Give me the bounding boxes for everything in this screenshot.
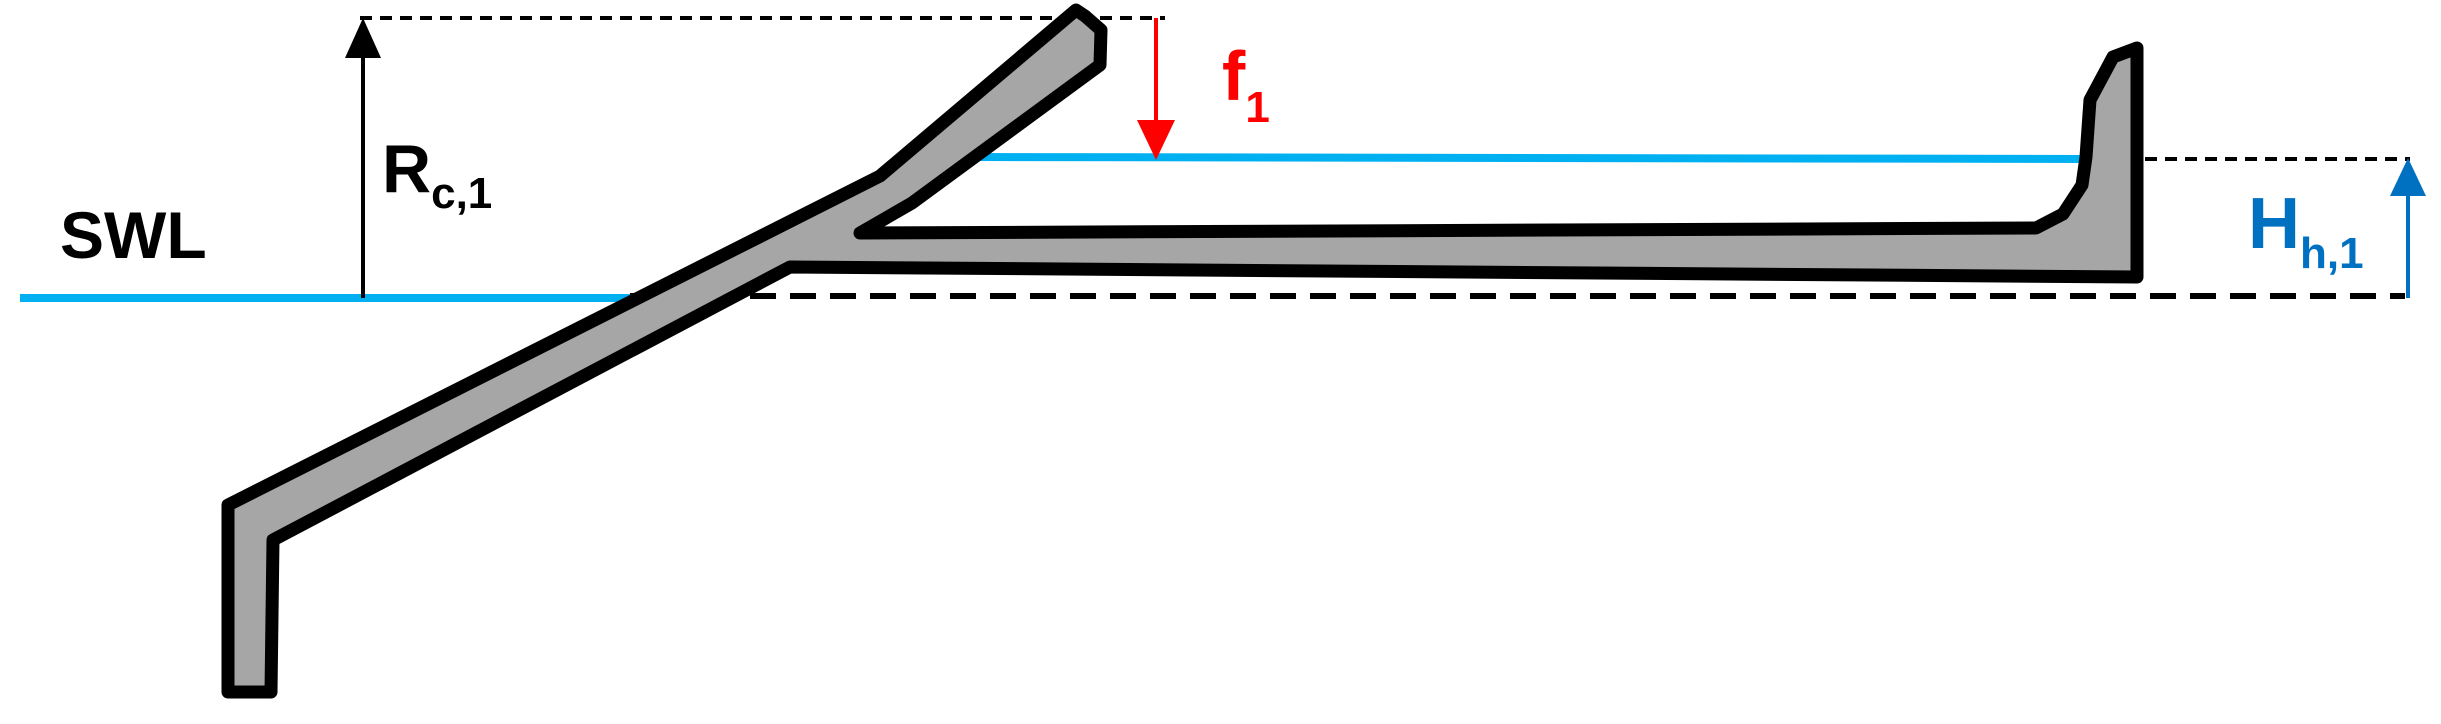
height-hh1-arrowhead-icon [2390, 158, 2426, 196]
hh1-label-main: H [2248, 184, 2300, 264]
raised-waterline [974, 153, 2086, 163]
swl-label: SWL [60, 198, 207, 272]
f1-label-main: f [1222, 37, 1246, 115]
freeboard-f1-arrowhead-icon [1137, 120, 1175, 160]
hh1-label-subscript: h,1 [2300, 229, 2364, 278]
f1-label: f1 [1222, 37, 1270, 132]
f1-label-subscript: 1 [1245, 83, 1269, 132]
rc1-label-main: R [382, 131, 431, 207]
hh1-label: Hh,1 [2248, 184, 2364, 278]
breakwater-structure [221, 3, 2144, 699]
crest-freeboard-arrowhead-icon [345, 18, 381, 58]
rc1-label: Rc,1 [382, 131, 492, 218]
rc1-label-subscript: c,1 [431, 169, 492, 218]
